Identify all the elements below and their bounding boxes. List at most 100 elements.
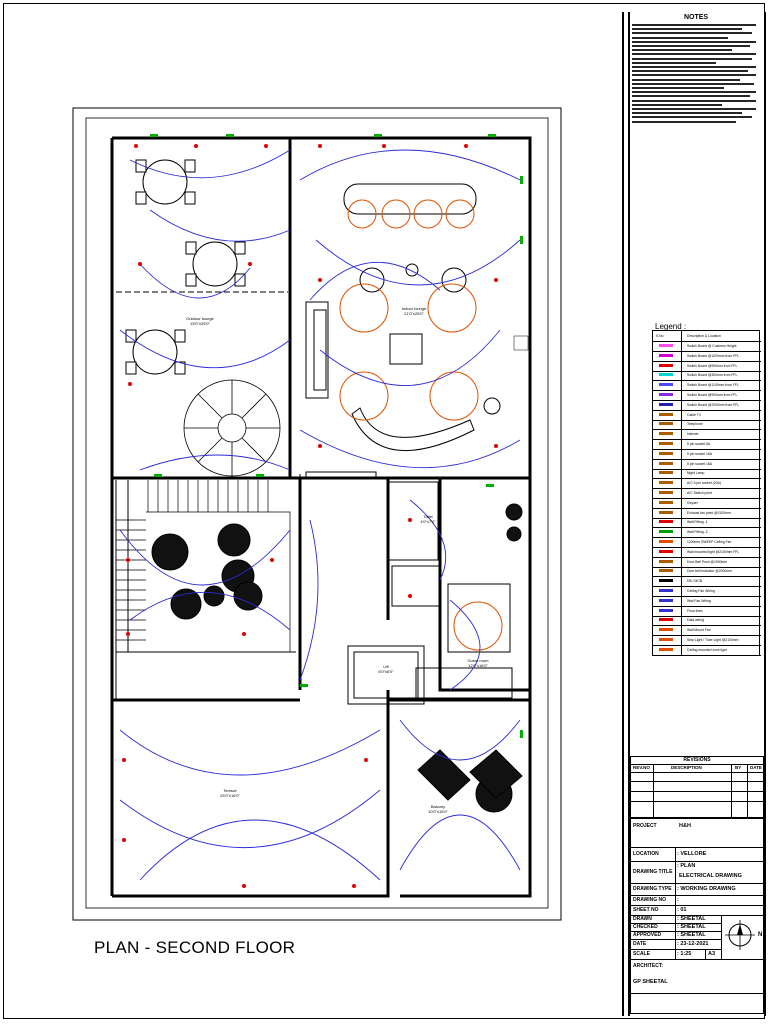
project-label: PROJECT [633,823,657,829]
legend-symbol [659,500,673,504]
notes-line [632,49,732,52]
legend-description: Ceiling mounted cove light [687,647,727,652]
legend-symbol [659,540,673,543]
legend-description: Strip Light / Tube Light @2100mm [687,638,739,642]
legend-symbol [659,451,673,455]
legend-symbol [659,520,673,524]
notes-line [632,87,724,89]
room-label: Toilet [423,514,433,519]
legend-description: Switch Board @1200mm from FFL [687,353,740,358]
legend-description: Telephone [687,422,703,427]
legend-description: A/C Switch point [687,491,712,495]
legend-row: Switch Board @1200mm from FFL [653,351,761,362]
legend-description: Night Lamp [687,471,705,476]
legend-row: Night Lamp [653,468,761,480]
legend-description: Switch Board @1100mm from FFL [687,383,739,388]
legend-row: Strip Light / Tube Light @2100mm [653,635,761,646]
approved-label: APPROVED [633,932,662,938]
legend-row: Floor lines [653,606,761,617]
notes-title: NOTES [683,14,709,21]
legend-row: Switch Board @2000mm from FFL [653,400,761,411]
notes-line [632,120,736,123]
legend-symbol [659,530,673,534]
notes-line [632,116,752,119]
notes-line [632,95,750,98]
notes-line [632,99,756,102]
notes-line [632,36,728,39]
legend-row: Ceiling Fan Wiring [653,586,761,597]
drawing-type-label: DRAWING TYPE [633,886,672,892]
legend-symbol [659,363,673,367]
project-value: H&H [679,823,691,829]
sheet-no-value: : 01 [677,907,687,913]
legend-description: 5 pin socket 16A [687,461,713,466]
room-dimensions: 10'0"x15'0" [428,809,448,814]
legend-symbol [659,412,673,416]
notes-line [632,45,750,47]
location-label: LOCATION [633,851,659,857]
legend-description: Wall Fan Wiring [687,598,711,603]
drawing-no-value: : [677,897,679,903]
legend-row: Door bell indicator @2000mm [653,566,761,578]
revisions-table: REVISIONS REV.NO DESCRIPTION BY DATE [630,756,764,819]
notes-line [632,57,752,60]
drawing-title-label: DRAWING TITLE [633,869,673,875]
drawing-title-value-2: ELECTRICAL DRAWING [679,873,742,879]
legend-description: Switch Board @900mm from FFL [687,363,738,368]
legend-row: 5 pin socket 6A [653,439,761,450]
legend-row: 5 pin socket 16A [653,459,761,470]
legend-symbol [659,608,673,612]
legend-row: Ceiling mounted cove light [653,645,761,656]
legend-symbol [659,471,673,475]
room-dimensions: 15'0"x25'0" [190,321,210,326]
legend-row: Wall Fan Wiring [653,596,761,607]
legend-row: Internet [653,429,761,441]
legend-table: S.No Description & Location Switch Board… [652,330,761,656]
legend-title: Legend : [655,322,687,331]
room-dimensions: 21'0"x25'0" [404,311,424,316]
legend-symbol [659,383,673,387]
checked-value: : SHEETAL [677,924,706,930]
architect-label: ARCHITECT: [633,963,663,969]
legend-symbol [659,579,673,583]
legend-row: Data wiring [653,615,761,627]
legend-symbol [659,510,673,514]
legend-row: 1200mm SWEEP Ceiling Fan [653,537,761,548]
legend-description: DB / MCB [687,579,703,584]
notes-line [632,91,756,94]
room-label: Indoor lounge [402,306,427,311]
legend-row: Switch Board @900mm from FFL [653,361,761,372]
legend-description: A/C 5 pin socket (20A) [687,481,721,486]
legend-symbol [659,598,673,602]
location-value: : VELLORE [677,851,707,857]
room-dimensions: 4'0"x7'0" [420,519,436,524]
legend-row: A/C 5 pin socket (20A) [653,478,761,490]
notes-line [632,70,748,73]
legend-row: Switch Board @900mm from FFL [653,390,761,401]
room-label: Guest room [468,658,490,663]
legend-row: Wall Fitting -2 [653,527,761,539]
legend-symbol [659,589,673,592]
legend-row: Cable TV [653,410,761,421]
titleblock-column [628,12,766,1016]
legend-symbol [659,393,673,396]
notes-line [632,82,754,85]
legend-description: Internet [687,432,699,437]
legend-symbol [659,647,673,651]
legend-description: Data wiring [687,618,704,623]
legend-row: A/C Switch point [653,488,761,499]
checked-label: CHECKED [633,924,658,930]
legend-description: Wall Fitting -1 [687,520,708,525]
legend-row: Switch Board @300mm from FFL [653,370,761,382]
legend-symbol [659,549,673,553]
plan-title: PLAN - SECOND FLOOR [94,938,296,957]
titleblock-divider [622,12,624,1016]
legend-description: Door Bell Push @1500mm [687,559,728,564]
legend-symbol [659,491,673,494]
notes-line [632,103,722,106]
room-dimensions: 6'0"x6'0" [378,669,394,674]
notes-line [632,40,756,43]
north-label: N [758,932,763,938]
room-label: Terrace [223,788,237,793]
legend-description: Floor lines [687,608,703,613]
